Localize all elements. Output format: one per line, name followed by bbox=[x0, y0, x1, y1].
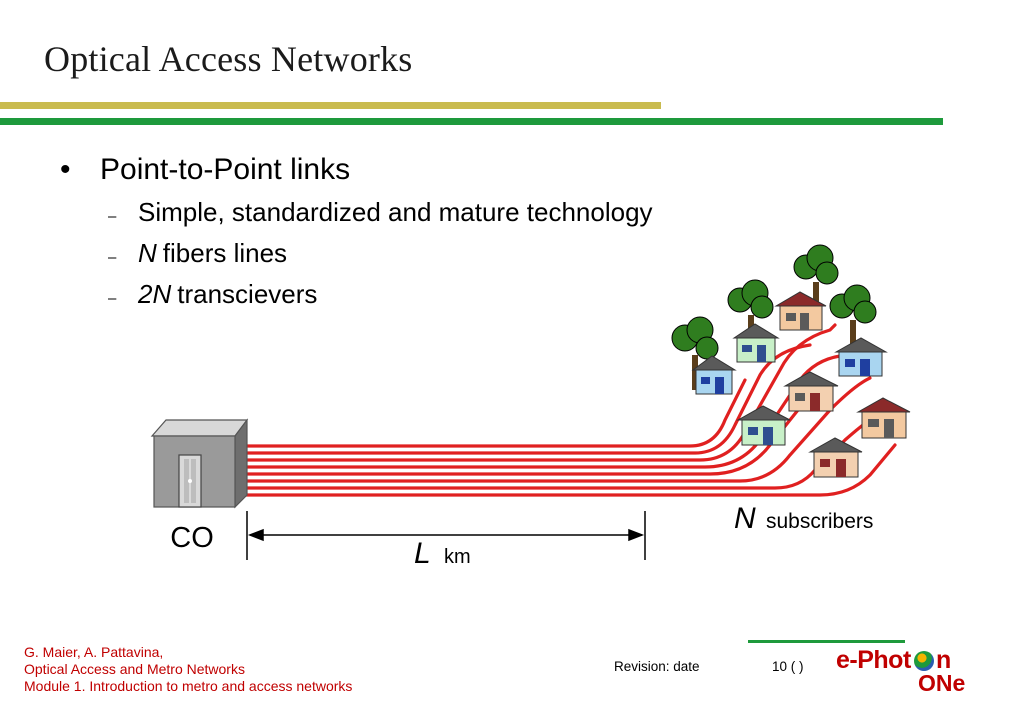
fiber-line bbox=[244, 376, 872, 483]
fiber-line bbox=[244, 343, 812, 455]
globe-icon bbox=[914, 651, 934, 671]
bullet-dot: • bbox=[60, 153, 71, 186]
logo-text-part2: n bbox=[936, 646, 952, 674]
house-icon bbox=[856, 397, 911, 439]
bullet-sub-2: – N fibers lines bbox=[56, 238, 653, 269]
house-icon bbox=[783, 371, 839, 412]
fiber-lines bbox=[244, 323, 897, 497]
length-unit: km bbox=[444, 546, 471, 568]
ephoton-logo: e-Phot n ONe bbox=[836, 646, 986, 696]
slide-title: Optical Access Networks bbox=[44, 39, 413, 79]
bullet-sub-3-text: transcievers bbox=[177, 279, 318, 309]
fiber-line bbox=[244, 378, 747, 448]
bullet-list: • Point-to-Point links – Simple, standar… bbox=[56, 153, 653, 310]
bullet-dash: – bbox=[108, 249, 117, 266]
house-icon bbox=[834, 337, 888, 377]
fiber-line bbox=[244, 443, 897, 497]
bullet-dash: – bbox=[108, 290, 117, 307]
footer-revision: Revision: date bbox=[614, 659, 700, 674]
subscribers-variable: N bbox=[734, 502, 756, 535]
footer-divider bbox=[748, 640, 905, 643]
co-cabinet bbox=[150, 418, 249, 509]
length-dimension bbox=[246, 511, 646, 560]
length-variable: L bbox=[414, 537, 431, 570]
tree-icon bbox=[671, 316, 719, 390]
bullet-main: • Point-to-Point links bbox=[56, 153, 653, 187]
house-icon bbox=[736, 405, 791, 446]
bullet-sub-1: – Simple, standardized and mature techno… bbox=[56, 197, 653, 228]
bullet-sub-1-text: Simple, standardized and mature technolo… bbox=[138, 197, 653, 227]
house-icon bbox=[774, 291, 827, 331]
footer-credits: G. Maier, A. Pattavina, Optical Access a… bbox=[24, 644, 352, 695]
footer-course: Optical Access and Metro Networks bbox=[24, 661, 245, 677]
bullet-sub-3-var: 2N bbox=[138, 279, 172, 309]
fiber-line bbox=[244, 393, 812, 476]
logo-text-part3: ONe bbox=[918, 670, 966, 696]
house-icon bbox=[732, 323, 780, 363]
bullet-sub-2-text: fibers lines bbox=[162, 238, 288, 268]
fiber-line bbox=[244, 354, 842, 469]
title-underline-yellow bbox=[0, 102, 661, 109]
footer-authors: G. Maier, A. Pattavina, bbox=[24, 644, 164, 660]
fiber-line bbox=[244, 323, 837, 462]
subscribers-label: subscribers bbox=[766, 510, 873, 533]
bullet-sub-3: – 2N transcievers bbox=[56, 279, 653, 310]
co-label: CO bbox=[170, 522, 214, 554]
tree-icon bbox=[829, 284, 877, 352]
bullet-main-text: Point-to-Point links bbox=[100, 153, 351, 186]
house-icon bbox=[808, 437, 863, 478]
footer-page-number: 10 ( ) bbox=[772, 659, 804, 674]
tree-icon bbox=[793, 244, 839, 312]
house-icon bbox=[691, 355, 737, 395]
bullet-dash: – bbox=[108, 208, 117, 225]
logo-text-part1: e-Phot bbox=[836, 646, 911, 674]
footer-module: Module 1. Introduction to metro and acce… bbox=[24, 678, 353, 694]
bullet-sub-2-var: N bbox=[138, 238, 157, 268]
title-underline-green bbox=[0, 118, 943, 125]
